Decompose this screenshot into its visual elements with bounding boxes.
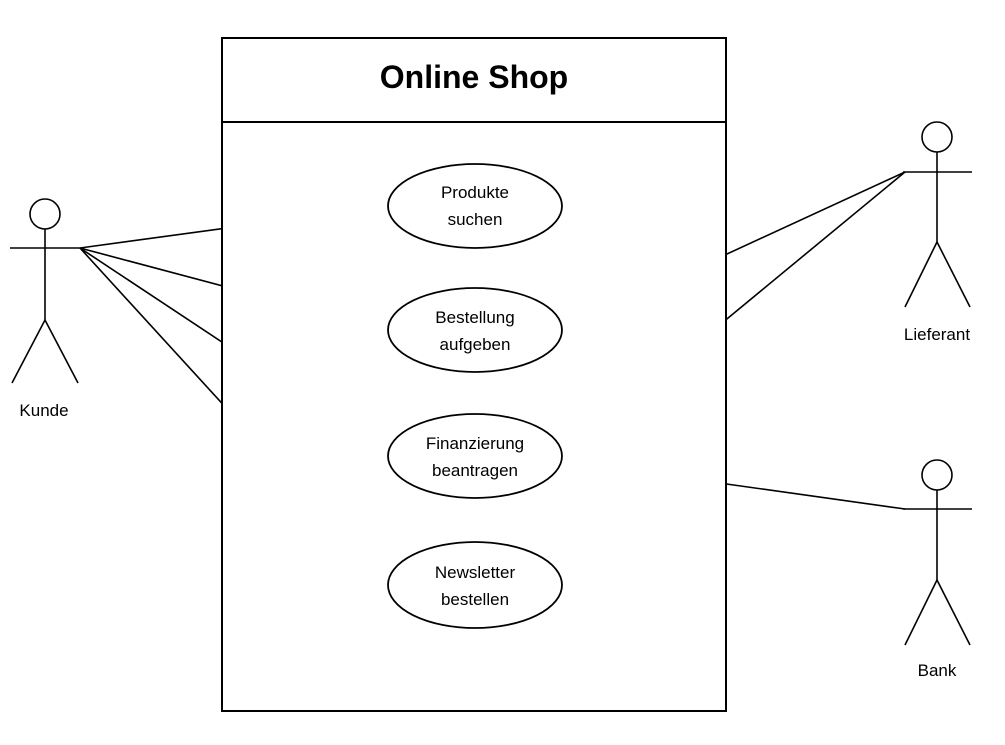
actor-head-icon: [921, 121, 953, 153]
actor-label: Bank: [918, 661, 957, 680]
use-case-produkte[interactable]: Produkte suchen: [387, 163, 563, 249]
actor-label: Kunde: [19, 401, 68, 420]
actor-leg-left: [11, 319, 46, 384]
actor-head-icon: [29, 198, 61, 230]
actor-head-icon: [921, 459, 953, 491]
use-case-label-line1: Newsletter: [435, 563, 516, 582]
use-case-label-line2: bestellen: [441, 590, 509, 609]
use-case-ellipse: [387, 163, 563, 249]
use-case-finanzierung[interactable]: Finanzierung beantragen: [387, 413, 563, 499]
use-case-label-line2: suchen: [448, 210, 503, 229]
use-case-bestellung[interactable]: Bestellung aufgeben: [387, 287, 563, 373]
use-case-label-line1: Finanzierung: [426, 434, 524, 453]
actor-leg-left: [904, 579, 938, 646]
actor-leg-right: [936, 241, 971, 308]
use-case-ellipse: [387, 541, 563, 629]
use-case-label-line2: aufgeben: [440, 335, 511, 354]
actor-label: Lieferant: [904, 325, 970, 344]
actor-leg-left: [904, 241, 938, 308]
system-title: Online Shop: [380, 59, 568, 95]
actor-bank[interactable]: Bank: [903, 459, 972, 680]
actor-kunde[interactable]: Kunde: [10, 198, 80, 420]
use-case-label-line2: beantragen: [432, 461, 518, 480]
use-case-label-line1: Produkte: [441, 183, 509, 202]
use-case-label-line1: Bestellung: [435, 308, 514, 327]
use-case-ellipse: [387, 413, 563, 499]
actor-lieferant[interactable]: Lieferant: [903, 121, 972, 344]
use-case-ellipse: [387, 287, 563, 373]
use-case-newsletter[interactable]: Newsletter bestellen: [387, 541, 563, 629]
actor-leg-right: [936, 579, 971, 646]
actor-leg-right: [44, 319, 79, 384]
